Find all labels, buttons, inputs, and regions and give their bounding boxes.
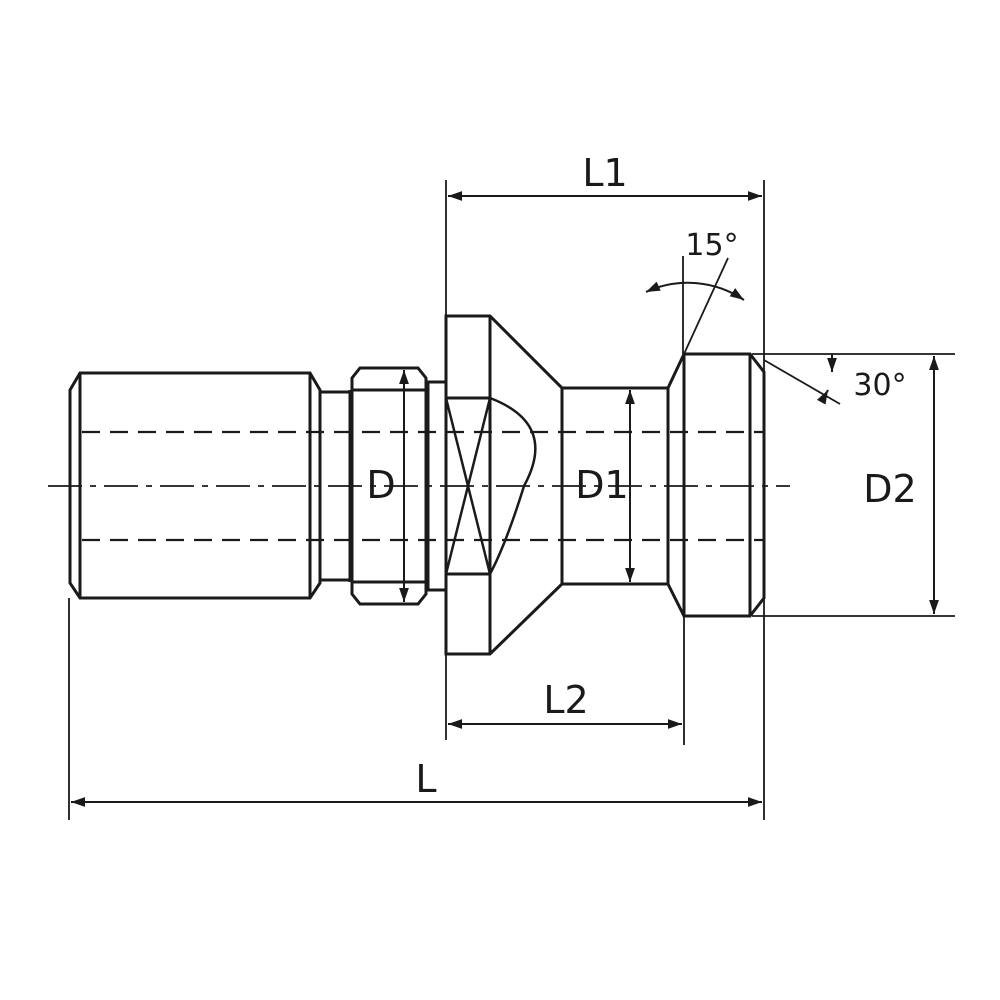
thread-section — [68, 371, 322, 600]
extension-lines — [68, 180, 955, 820]
collar-d — [350, 366, 428, 606]
angle-arc-15 — [645, 281, 745, 301]
angle-arrow-30-b — [816, 389, 829, 405]
head-d2 — [666, 352, 766, 618]
label-d: D — [366, 463, 395, 507]
label-d2: D2 — [863, 467, 916, 511]
neck — [320, 390, 352, 582]
label-l2: L2 — [543, 678, 588, 722]
label-angle-15: 15° — [685, 228, 738, 263]
dimension-lines — [71, 191, 939, 807]
hidden-cross-feature — [444, 396, 537, 575]
label-l: L — [415, 757, 436, 801]
shank-d1 — [562, 386, 668, 586]
hidden-bore-lines — [82, 430, 764, 542]
label-l1: L1 — [582, 151, 627, 195]
label-angle-30: 30° — [853, 368, 906, 403]
label-d1: D1 — [575, 463, 628, 507]
flange-cone — [444, 314, 564, 656]
